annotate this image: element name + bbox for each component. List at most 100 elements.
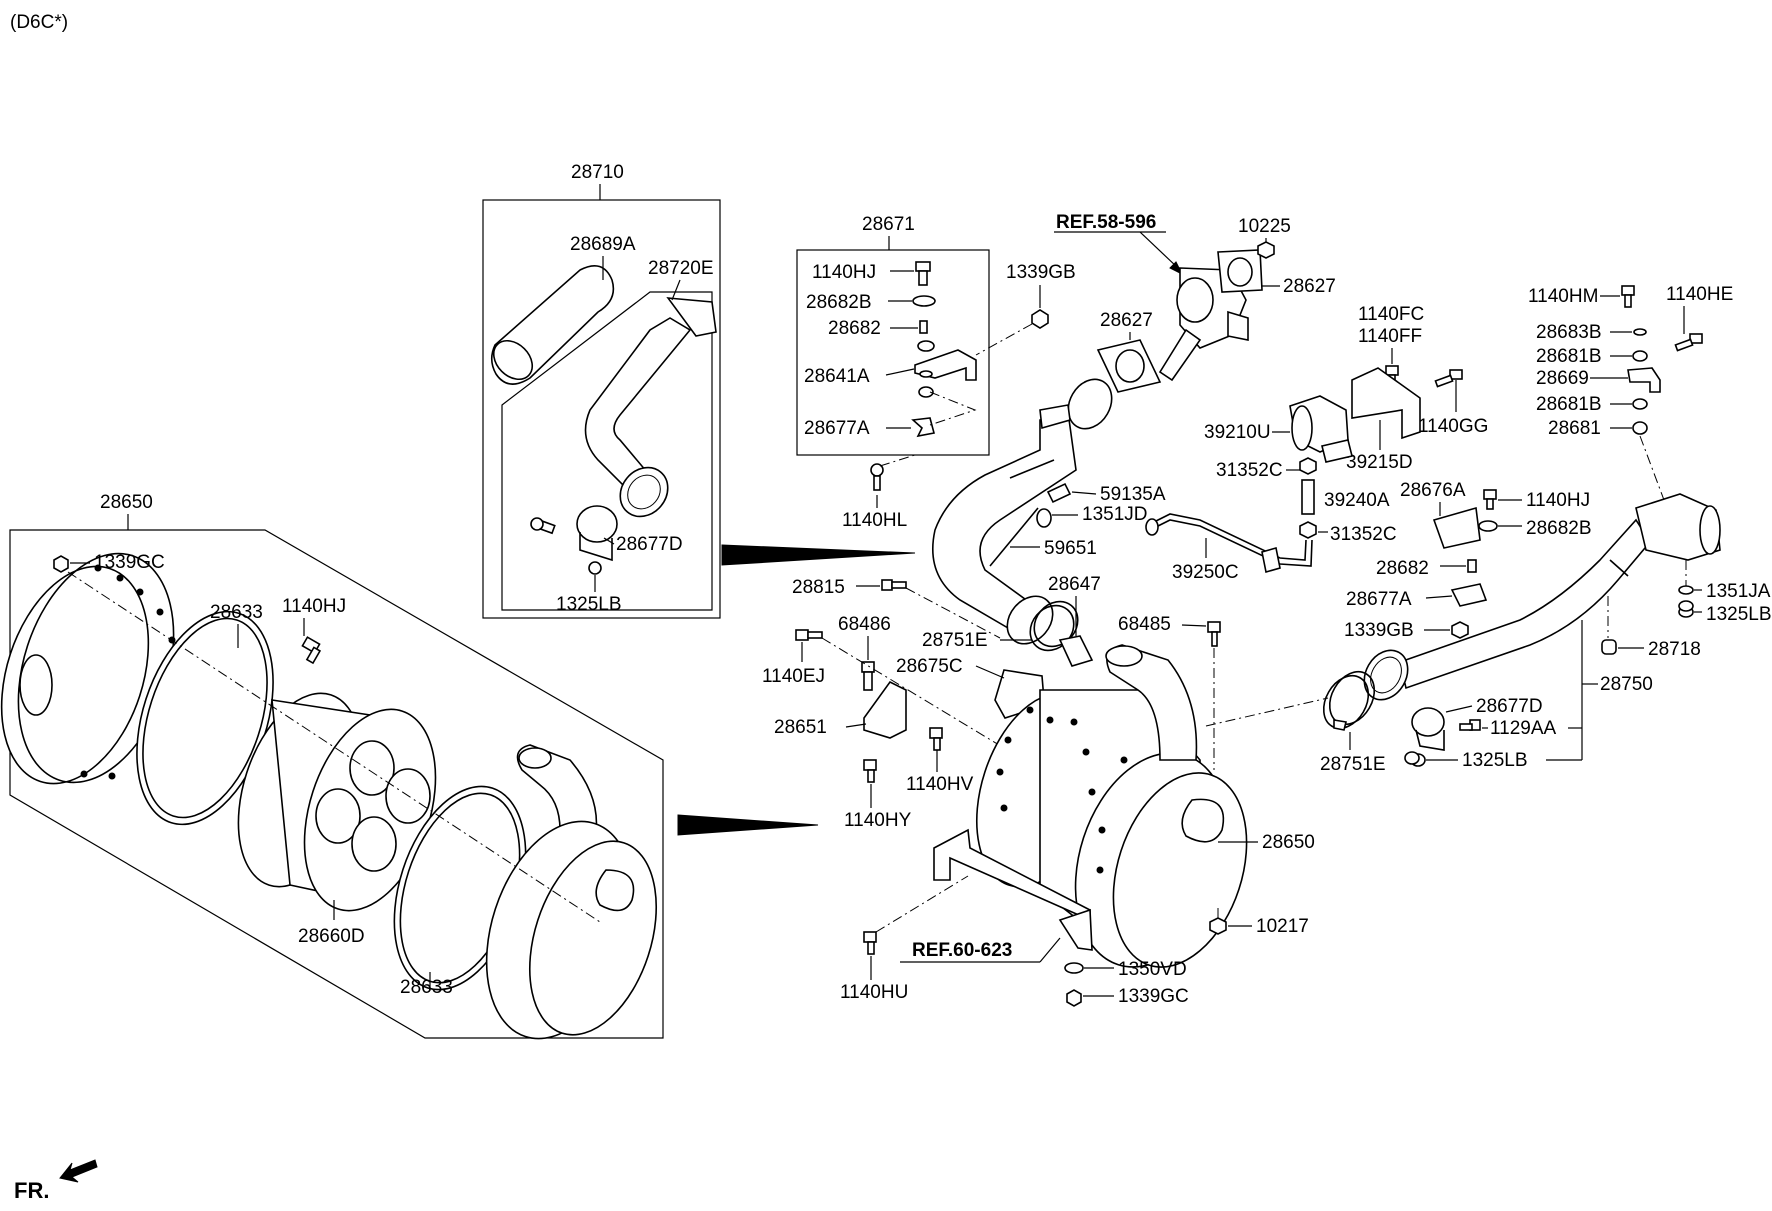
part-28633-b-label: 28633	[400, 977, 453, 998]
front-pipe	[932, 404, 1077, 645]
part-28750-label: 28750	[1600, 674, 1653, 695]
fitting-31352C-b	[1299, 521, 1317, 539]
bolt-1140HE	[1674, 333, 1703, 352]
part-28681B-a-label: 28681B	[1536, 346, 1602, 367]
part-28681B-b-label: 28681B	[1536, 394, 1602, 415]
pipe-28720E	[584, 297, 717, 518]
bolt-1140HM	[1621, 285, 1635, 308]
front-label: FR.	[14, 1178, 49, 1203]
nut-1339GB-b	[1451, 621, 1469, 639]
part-28682-a-label: 28682	[828, 318, 881, 339]
clip-28677A-b	[1450, 583, 1488, 607]
part-39215D-label: 39215D	[1346, 452, 1413, 473]
nut-1325LB-b	[1678, 600, 1694, 618]
nut-1339GC-b	[1066, 989, 1082, 1007]
bolt-1140HJ-b	[301, 636, 322, 665]
part-28677D-kit-label: 28677D	[616, 534, 683, 555]
part-1140HY-label: 1140HY	[844, 810, 912, 831]
bolt-1140HU	[863, 931, 877, 955]
pointer-arrow-lower	[677, 814, 819, 836]
part-28751E-a-label: 28751E	[922, 630, 988, 651]
clip-28677A-a	[911, 417, 935, 438]
sensor-59651	[989, 507, 1039, 567]
part-59135A-label: 59135A	[1100, 484, 1166, 505]
part-28718-label: 28718	[1648, 639, 1701, 660]
bolt-1140HJ-a	[915, 261, 931, 286]
part-28641A-label: 28641A	[804, 366, 870, 387]
group-28710-label: 28710	[571, 162, 624, 183]
part-1140EJ-label: 1140EJ	[762, 666, 825, 687]
catalyst-28660D	[237, 692, 437, 912]
hose-39240A	[1301, 479, 1315, 515]
part-28675C-label: 28675C	[896, 656, 963, 677]
part-28689A-label: 28689A	[570, 234, 636, 255]
model-code-label: (D6C*)	[10, 12, 68, 33]
part-1140HU-label: 1140HU	[840, 982, 908, 1003]
bushing-28681B-a	[1632, 350, 1648, 362]
part-28683B-label: 28683B	[1536, 322, 1602, 343]
front-direction-indicator: FR.	[14, 1159, 98, 1203]
part-1351JA-label: 1351JA	[1706, 581, 1771, 602]
bolt-1140HV	[929, 727, 943, 751]
part-10217-label: 10217	[1256, 916, 1309, 937]
rear-housing	[485, 744, 658, 1040]
bolt-68485	[1207, 621, 1221, 647]
part-39240A-label: 39240A	[1324, 490, 1390, 511]
part-28681-label: 28681	[1548, 418, 1601, 439]
part-1140GG-label: 1140GG	[1418, 416, 1488, 437]
washer-28682B-b	[1478, 520, 1498, 532]
part-28815-label: 28815	[792, 577, 845, 598]
gasket-28627-a	[1217, 249, 1263, 293]
rubber-28681	[1632, 421, 1648, 435]
part-28751E-b-label: 28751E	[1320, 754, 1386, 775]
bolt-1140HJ-c	[1483, 489, 1497, 510]
part-28650-main-label: 28650	[1262, 832, 1315, 853]
part-28682-b-label: 28682	[1376, 558, 1429, 579]
part-39250C-label: 39250C	[1172, 562, 1239, 583]
nut-1339GC-a	[53, 555, 69, 573]
part-59651-label: 59651	[1044, 538, 1097, 559]
washer-1351JA	[1678, 585, 1694, 595]
nut-1325LB-c	[1404, 751, 1426, 767]
bolt-1129AA	[1459, 719, 1481, 731]
bolt-68486	[861, 661, 875, 691]
part-28676A-label: 28676A	[1400, 480, 1466, 501]
part-31352C-a-label: 31352C	[1216, 460, 1283, 481]
part-1140HM-label: 1140HM	[1528, 286, 1598, 307]
part-1129AA-label: 1129AA	[1490, 718, 1557, 739]
part-28669-label: 28669	[1536, 368, 1589, 389]
bracket-28669	[1627, 367, 1661, 393]
group-28710: 28710 28689A 28720E 28677D 13	[482, 162, 721, 619]
part-1140HJ-c-label: 1140HJ	[1526, 490, 1590, 511]
group-28650-label: 28650	[100, 492, 153, 513]
fitting-31352C-a	[1299, 457, 1317, 475]
tube-39250C	[1145, 513, 1313, 574]
part-28682B-b-label: 28682B	[1526, 518, 1592, 539]
collar-28682-b	[1467, 559, 1477, 573]
part-1350VD-label: 1350VD	[1118, 959, 1187, 980]
bolt-1140HY	[863, 759, 877, 783]
collar-28682-a	[919, 320, 928, 334]
clamp-28751E-b	[1322, 670, 1376, 731]
part-10225-label: 10225	[1238, 216, 1291, 237]
front-cover	[0, 552, 180, 785]
part-28720E-label: 28720E	[648, 258, 714, 279]
part-1140FF-label: 1140FF	[1358, 326, 1422, 347]
part-1339GC-a-label: 1339GC	[94, 552, 165, 573]
hanger-28676A	[1432, 506, 1481, 549]
group-28720E-inner-frame	[501, 291, 713, 611]
nut-10217	[1209, 917, 1227, 935]
catalytic-housing-28650	[975, 644, 1248, 968]
part-31352C-b-label: 31352C	[1330, 524, 1397, 545]
part-1339GB-a-label: 1339GB	[1006, 262, 1076, 283]
part-28682B-a-label: 28682B	[806, 292, 872, 313]
part-28677A-b-label: 28677A	[1346, 589, 1412, 610]
clamp-28677D-b	[1411, 707, 1445, 751]
o-ring	[1067, 378, 1113, 430]
bracket-28651	[863, 680, 907, 739]
part-28627-b-label: 28627	[1100, 310, 1153, 331]
actuator-39210U	[1289, 395, 1353, 463]
bracket-28647	[1058, 635, 1094, 667]
part-28660D-label: 28660D	[298, 926, 365, 947]
